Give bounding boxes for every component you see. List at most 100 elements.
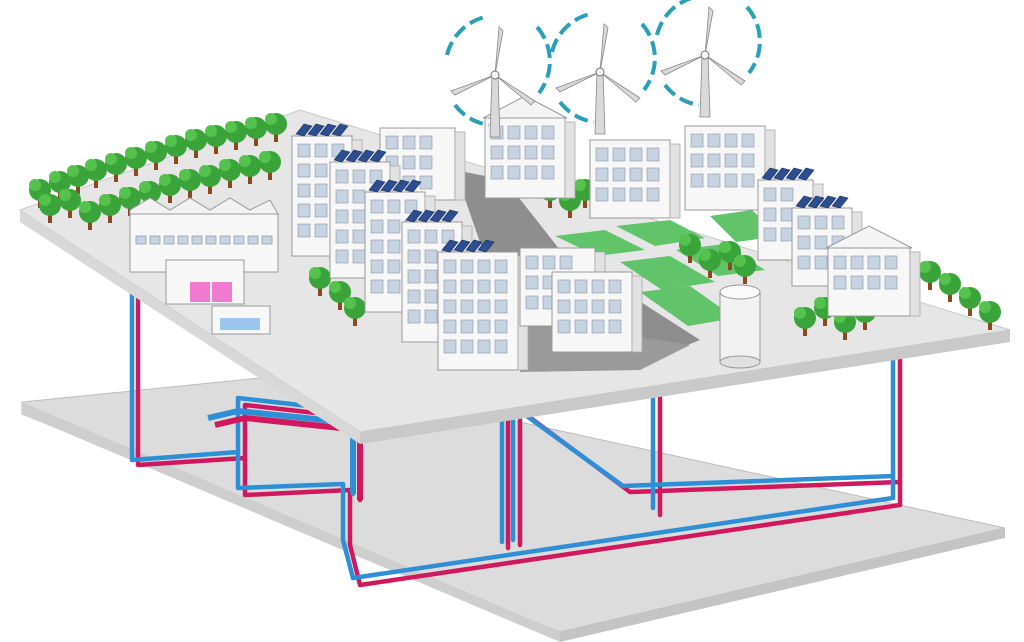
trees	[29, 113, 1001, 340]
window	[370, 239, 384, 254]
tree	[125, 147, 147, 176]
window	[608, 279, 622, 294]
window	[524, 145, 538, 160]
tree	[309, 267, 331, 296]
window	[424, 309, 438, 324]
tree-highlight	[205, 125, 217, 137]
tree-trunk	[688, 251, 692, 263]
window	[884, 255, 898, 270]
window	[352, 189, 366, 204]
window	[494, 339, 508, 354]
window	[494, 259, 508, 274]
window	[591, 279, 605, 294]
tree-highlight	[49, 171, 61, 183]
window	[608, 299, 622, 314]
tree-highlight	[814, 297, 826, 309]
window	[797, 255, 811, 270]
tree-trunk	[968, 304, 972, 316]
window	[867, 255, 881, 270]
tree	[734, 255, 756, 284]
tree	[699, 249, 721, 278]
tree-trunk	[168, 191, 172, 203]
window	[424, 289, 438, 304]
tree-highlight	[794, 307, 806, 319]
window	[460, 279, 474, 294]
tree	[344, 297, 366, 326]
tree-highlight	[105, 153, 117, 165]
window	[494, 279, 508, 294]
tree	[329, 281, 351, 310]
tree-highlight	[39, 194, 51, 206]
tree-trunk	[928, 278, 932, 290]
window	[690, 133, 704, 148]
solar-panel	[807, 195, 825, 209]
tree-highlight	[679, 234, 691, 246]
window	[407, 269, 421, 284]
tree-highlight	[79, 201, 91, 213]
window	[407, 309, 421, 324]
tree-trunk	[583, 196, 587, 208]
tree-highlight	[85, 159, 97, 171]
solar-panel	[441, 239, 459, 253]
tree-highlight	[245, 117, 257, 129]
window	[314, 143, 328, 158]
solar-panel	[477, 239, 495, 253]
solar-panel	[405, 209, 423, 223]
turbine-hub	[595, 67, 605, 77]
tree-trunk	[274, 130, 278, 142]
tree-highlight	[67, 165, 79, 177]
window	[477, 259, 491, 274]
window	[780, 227, 794, 242]
window	[741, 153, 755, 168]
window	[850, 275, 864, 290]
tree	[959, 287, 981, 316]
window	[629, 187, 643, 202]
wind-arc	[535, 25, 552, 95]
window	[314, 183, 328, 198]
turbine-blade	[599, 71, 641, 103]
window	[477, 279, 491, 294]
turbine-tower	[699, 54, 711, 118]
window	[335, 209, 349, 224]
window	[525, 255, 539, 270]
tree-highlight	[59, 189, 71, 201]
window	[402, 155, 416, 170]
tree-highlight	[179, 169, 191, 181]
tree-highlight	[199, 165, 211, 177]
window	[574, 319, 588, 334]
tree-highlight	[699, 249, 711, 261]
turbine-blade	[599, 23, 609, 73]
building-back-3	[589, 139, 681, 219]
tree	[794, 307, 816, 336]
window	[559, 255, 573, 270]
tree-trunk	[268, 168, 272, 180]
tree-highlight	[265, 113, 277, 125]
turbine-blade	[494, 26, 504, 76]
window	[595, 187, 609, 202]
window	[612, 167, 626, 182]
tree	[39, 194, 61, 223]
tree-highlight	[99, 194, 111, 206]
heat-plant-windows	[135, 235, 273, 245]
solar-panel	[795, 195, 813, 209]
window	[419, 155, 433, 170]
tree-highlight	[344, 297, 356, 309]
window	[707, 153, 721, 168]
solar-panel	[785, 167, 803, 181]
window	[490, 165, 504, 180]
window	[763, 207, 777, 222]
window	[402, 135, 416, 150]
window	[507, 165, 521, 180]
tree-highlight	[939, 273, 951, 285]
tree-trunk	[48, 211, 52, 223]
window	[850, 255, 864, 270]
tree-trunk	[843, 328, 847, 340]
window	[707, 173, 721, 188]
tree	[239, 155, 261, 184]
window	[314, 223, 328, 238]
tree	[85, 159, 107, 188]
solar-panel	[368, 179, 386, 193]
window	[780, 187, 794, 202]
